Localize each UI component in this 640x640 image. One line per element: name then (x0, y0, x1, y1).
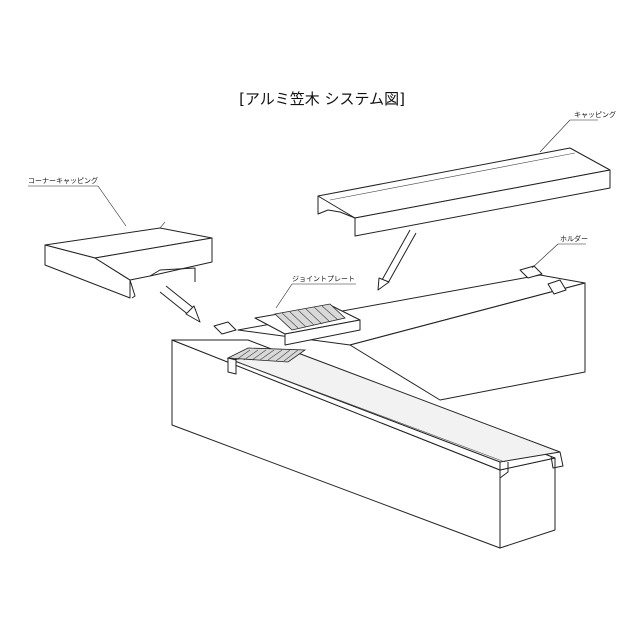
front-joint-plate (226, 347, 307, 375)
corner-capping-flange (159, 221, 166, 229)
installed-capping (226, 347, 564, 479)
holder-clip-right-2 (547, 279, 567, 295)
corner-capping-front (44, 244, 131, 299)
label-joint-plate: ジョイントプレート (292, 275, 355, 283)
label-holder: ホルダー (560, 234, 588, 243)
callout-corner-capping: コーナーキャッピング (28, 176, 127, 227)
arrow-corner-capping (159, 285, 201, 323)
holder-clip-right (519, 265, 543, 279)
arrow-capping (377, 229, 417, 291)
explode-arrows (159, 229, 417, 323)
capping-end (317, 196, 356, 219)
corner-capping-return (149, 267, 196, 282)
installed-capping-edge (239, 362, 506, 463)
wall-back-face (349, 282, 586, 401)
diagram-title: [アルミ笠木 システム図] (239, 90, 405, 108)
holder-clip-left (213, 321, 237, 335)
joint-plate-assembly (213, 265, 567, 346)
callout-joint-plate: ジョイントプレート (275, 275, 356, 309)
label-corner-capping: コーナーキャッピング (28, 176, 98, 185)
corner-capping-part (44, 221, 213, 299)
installed-capping-lip-right (550, 451, 564, 469)
callout-holder: ホルダー (531, 234, 588, 269)
corner-capping-lip (129, 279, 136, 299)
capping-front (354, 169, 611, 237)
joint-plate-front (284, 319, 361, 346)
installed-capping-lip (499, 462, 509, 479)
capping-part (317, 147, 611, 237)
label-capping: キャッピング (574, 110, 616, 119)
capping-ridge (329, 152, 576, 201)
callout-capping: キャッピング (539, 110, 616, 153)
